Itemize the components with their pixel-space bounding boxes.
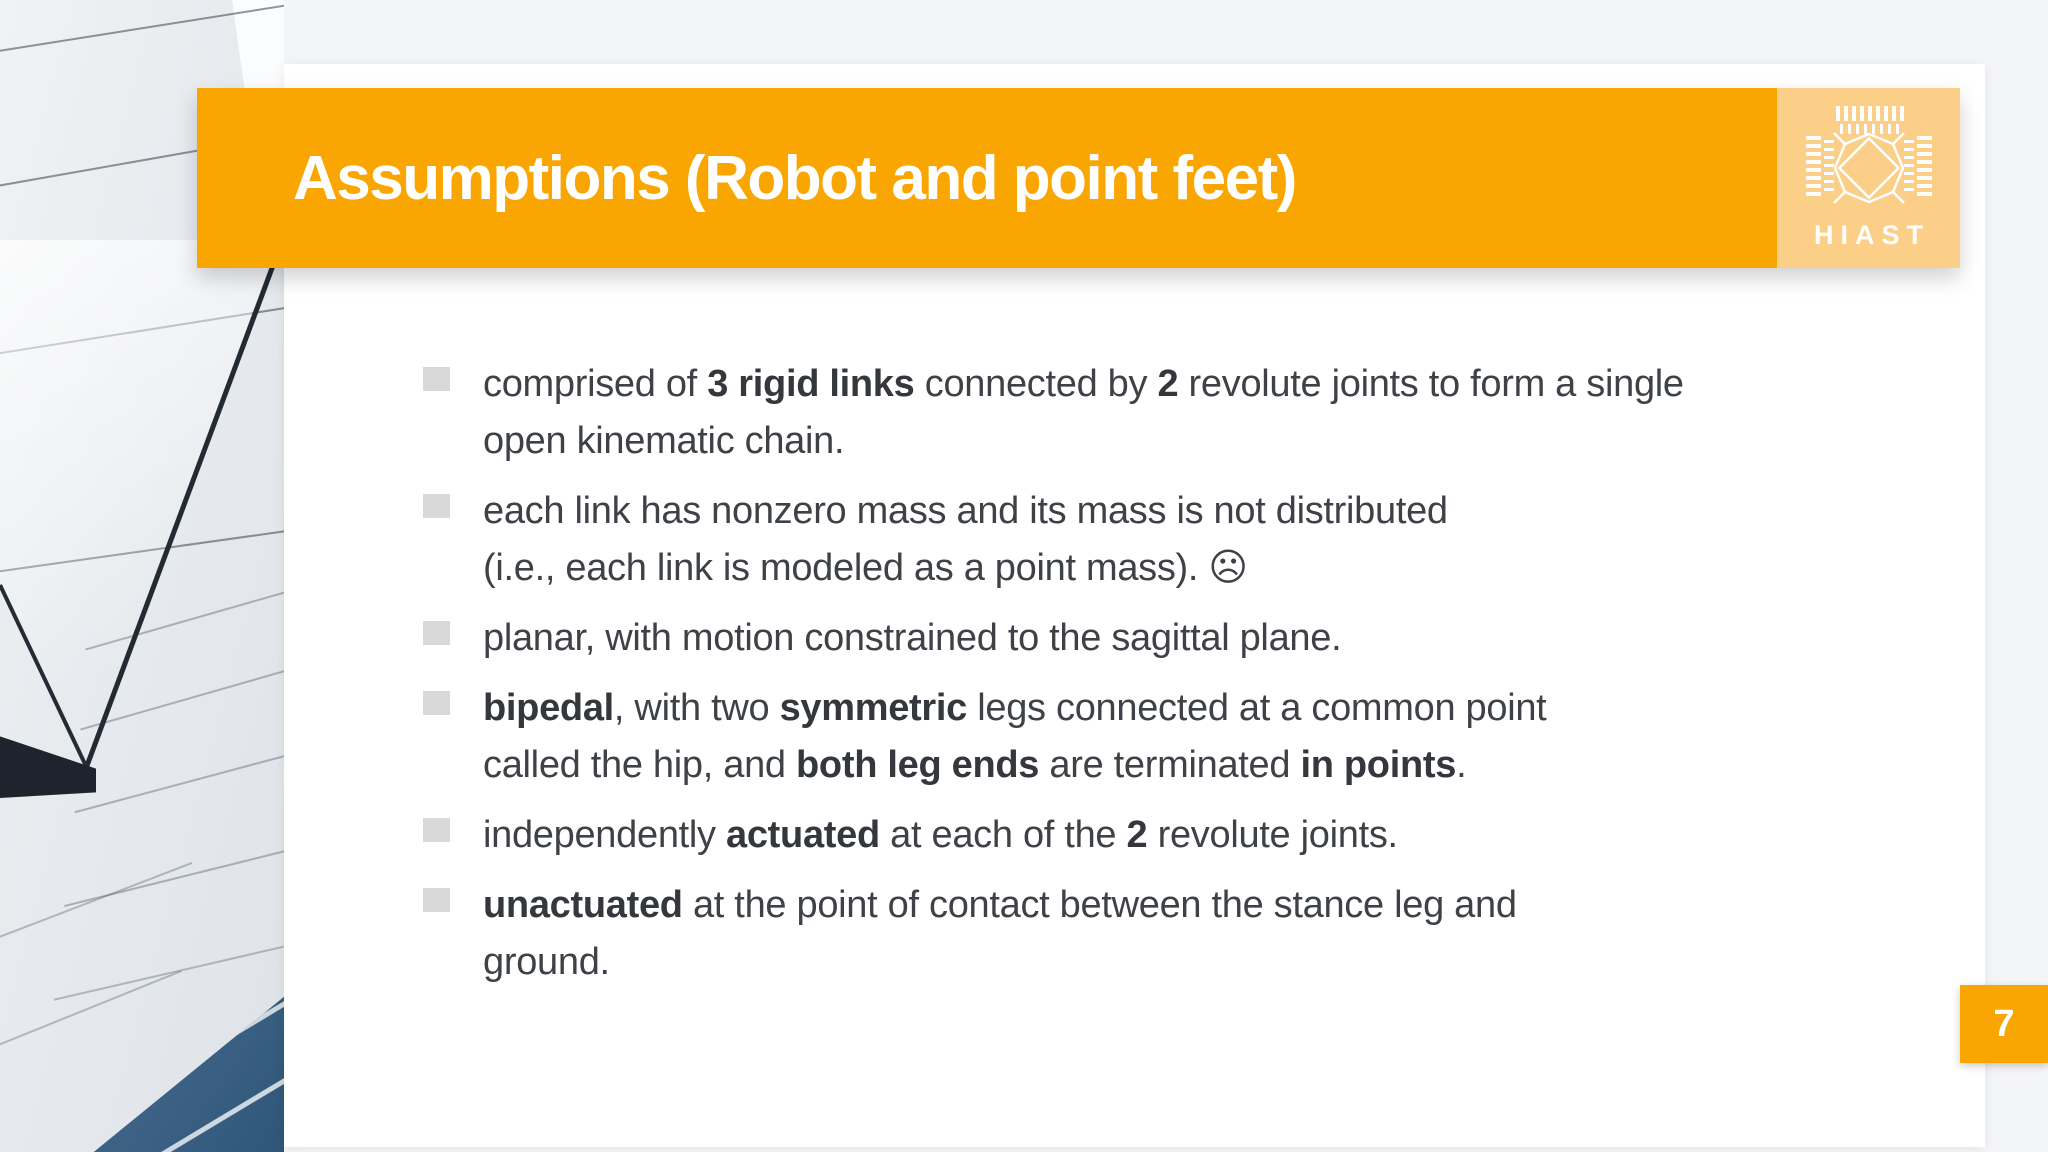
bullet-text: independently actuated at each of the 2 … bbox=[483, 814, 1398, 856]
photo-panel-highlight bbox=[0, 240, 279, 778]
bullet-item: planar, with motion constrained to the s… bbox=[423, 610, 1933, 667]
slide-title: Assumptions (Robot and point feet) bbox=[293, 143, 1297, 213]
bullet-text: each link has nonzero mass and its mass … bbox=[483, 490, 1448, 589]
photo-rail bbox=[93, 1037, 284, 1152]
bullet-text: unactuated at the point of contact betwe… bbox=[483, 884, 1517, 983]
photo-rail bbox=[93, 996, 284, 1152]
photo-glass-roof bbox=[93, 996, 284, 1152]
bullet-item: unactuated at the point of contact betwe… bbox=[423, 877, 1933, 991]
photo-seam-line bbox=[64, 834, 284, 908]
bullet-marker-icon bbox=[423, 494, 450, 518]
bullet-item: independently actuated at each of the 2 … bbox=[423, 807, 1933, 864]
bullet-marker-icon bbox=[423, 888, 450, 912]
photo-seam-line bbox=[0, 970, 182, 1062]
title-banner: Assumptions (Robot and point feet) bbox=[197, 88, 1960, 268]
bullet-text: comprised of 3 rigid links connected by … bbox=[483, 363, 1684, 462]
bullet-text: planar, with motion constrained to the s… bbox=[483, 617, 1342, 659]
logo-text: HIAST bbox=[1814, 219, 1930, 250]
chip-circuit-icon bbox=[1805, 105, 1932, 218]
bullet-text: bipedal, with two symmetric legs connect… bbox=[483, 687, 1547, 786]
photo-seam-line bbox=[74, 738, 284, 814]
hiast-logo: HIAST bbox=[1777, 88, 1960, 268]
bullet-item: each link has nonzero mass and its mass … bbox=[423, 483, 1933, 597]
bullet-marker-icon bbox=[423, 621, 450, 645]
bullet-marker-icon bbox=[423, 818, 450, 842]
bullet-item: comprised of 3 rigid links connected by … bbox=[423, 356, 1933, 470]
page-number-badge: 7 bbox=[1960, 985, 2048, 1063]
photo-seam-line bbox=[0, 862, 193, 950]
page-number: 7 bbox=[1993, 1002, 2015, 1045]
bullet-marker-icon bbox=[423, 367, 450, 391]
bullet-list: comprised of 3 rigid links connected by … bbox=[423, 356, 1933, 1004]
bullet-marker-icon bbox=[423, 691, 450, 715]
photo-seam-line bbox=[53, 931, 284, 1001]
bullet-item: bipedal, with two symmetric legs connect… bbox=[423, 680, 1933, 794]
